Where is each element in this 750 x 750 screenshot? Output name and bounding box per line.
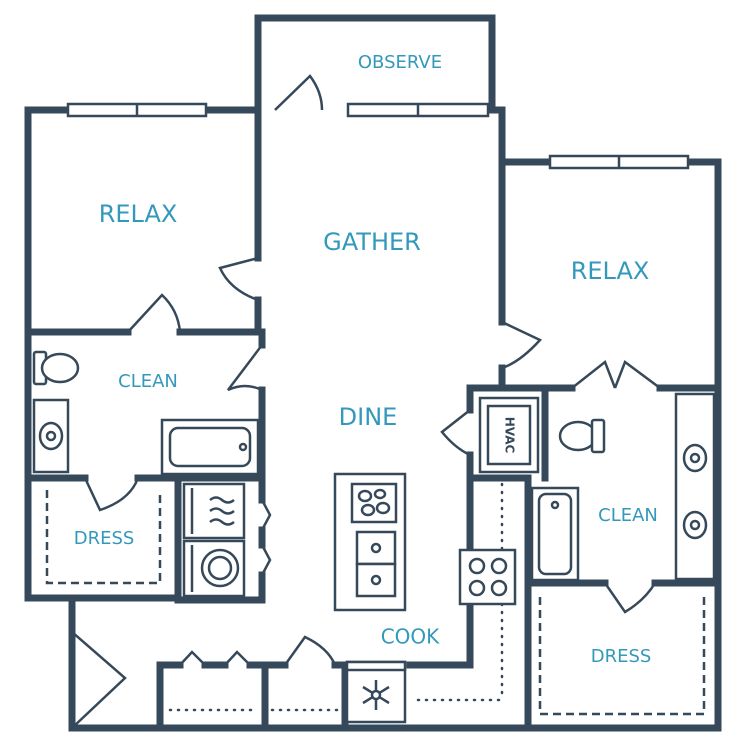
- windows: [66, 102, 690, 170]
- room-label-dress-right: DRESS: [591, 646, 652, 667]
- bathtub-right-icon: [530, 486, 580, 582]
- room-label-dress-left: DRESS: [74, 528, 135, 549]
- toilet-icon: [32, 350, 80, 386]
- hvac-unit: HVAC: [478, 396, 540, 474]
- room-label-gather: GATHER: [323, 228, 421, 256]
- room-label-clean-right: CLEAN: [598, 505, 658, 526]
- room-label-observe: OBSERVE: [358, 52, 442, 73]
- stove-icon: [458, 548, 517, 606]
- bathtub-icon: [160, 418, 260, 476]
- closet-rod-right: [538, 597, 706, 716]
- kitchen-island: [333, 472, 407, 612]
- hvac-label: HVAC: [503, 417, 517, 454]
- room-labels: OBSERVE RELAX GATHER RELAX CLEAN DINE DR…: [74, 52, 658, 667]
- fixtures: HVAC: [32, 350, 716, 724]
- room-label-cook: COOK: [381, 625, 440, 649]
- countertop-dots: [416, 482, 504, 702]
- washer-icon: [182, 539, 246, 598]
- room-label-dine: DINE: [339, 403, 398, 431]
- vanity-right: [674, 392, 716, 581]
- room-label-clean-left: CLEAN: [118, 371, 178, 392]
- sink-icon: [32, 398, 70, 474]
- room-label-relax-left: RELAX: [99, 200, 178, 228]
- room-label-relax-right: RELAX: [571, 257, 650, 285]
- refrigerator-icon: [345, 660, 407, 724]
- toilet-right-icon: [558, 418, 606, 454]
- dryer-icon: [182, 482, 246, 540]
- closet-rod-left: [45, 490, 162, 585]
- door-swings: [70, 74, 661, 729]
